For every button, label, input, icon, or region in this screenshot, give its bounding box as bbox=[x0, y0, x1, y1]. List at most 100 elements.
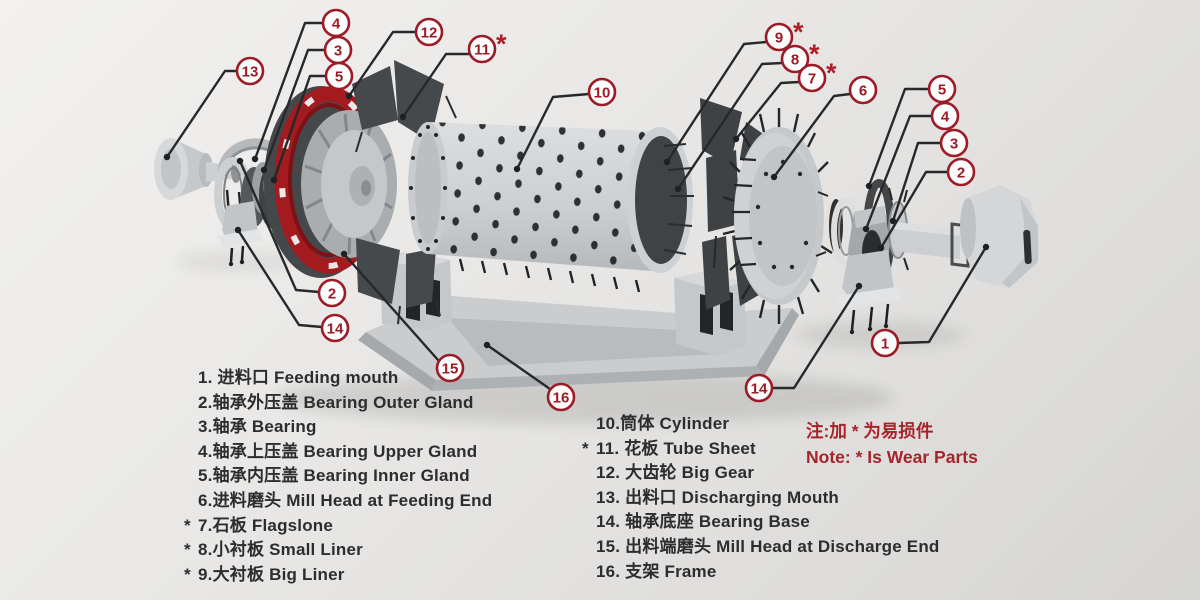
legend-item-label: 7.石板 Flagslone bbox=[198, 515, 334, 535]
leader-line-16 bbox=[485, 343, 552, 391]
leader-endpoint-dot bbox=[770, 173, 778, 181]
leader-line-12 bbox=[347, 30, 417, 98]
callout-circle-10 bbox=[587, 77, 617, 107]
legend-item: 3.轴承 Bearing bbox=[184, 415, 492, 440]
leader-line-9 bbox=[665, 40, 768, 164]
leader-line-4 bbox=[253, 21, 325, 161]
legend-item-label: 5.轴承内压盖 Bearing Inner Gland bbox=[198, 466, 470, 486]
leader-endpoint-dot bbox=[862, 225, 870, 233]
leader-endpoint-dot bbox=[483, 341, 491, 349]
callout-number: 11 bbox=[474, 41, 490, 58]
leader-line-14 bbox=[236, 228, 324, 329]
leader-endpoint-dot bbox=[251, 155, 259, 163]
legend-item: 12. 大齿轮 Big Gear bbox=[582, 461, 940, 486]
wear-parts-note: 注:加 * 为易损件 Note: * Is Wear Parts bbox=[806, 419, 978, 470]
legend-item-label: 9.大衬板 Big Liner bbox=[198, 564, 345, 584]
callout-circle-4 bbox=[930, 101, 960, 131]
leader-endpoint-dot bbox=[236, 157, 244, 165]
leader-endpoint-dot bbox=[270, 176, 278, 184]
legend-item: *8.小衬板 Small Liner bbox=[184, 538, 492, 563]
leader-line-1 bbox=[896, 245, 988, 345]
leader-line-15 bbox=[342, 252, 440, 362]
callout-number: 4 bbox=[332, 15, 341, 32]
leader-endpoint-dot bbox=[732, 135, 740, 143]
legend-item: 4.轴承上压盖 Bearing Upper Gland bbox=[184, 440, 492, 465]
legend-item-label: 6.进料磨头 Mill Head at Feeding End bbox=[198, 490, 493, 510]
wear-parts-note-en: Note: * Is Wear Parts bbox=[806, 446, 978, 467]
leader-line-7 bbox=[734, 80, 801, 141]
wear-asterisk: * bbox=[184, 540, 191, 560]
callout-number: 4 bbox=[941, 108, 950, 125]
callout-circle-6 bbox=[848, 75, 878, 105]
leader-endpoint-dot bbox=[865, 182, 873, 190]
leader-endpoint-dot bbox=[345, 92, 353, 100]
callout-circle-2 bbox=[317, 278, 347, 308]
callout-number: 5 bbox=[938, 81, 946, 98]
leader-line-4 bbox=[864, 114, 934, 231]
legend-item-label: 12. 大齿轮 Big Gear bbox=[596, 463, 755, 483]
left-bearing-base bbox=[218, 201, 263, 267]
leader-endpoint-dot bbox=[889, 217, 897, 225]
callout-number: 3 bbox=[950, 135, 958, 152]
wear-parts-note-zh: 注:加 * 为易损件 bbox=[806, 421, 934, 441]
legend-item: 6.进料磨头 Mill Head at Feeding End bbox=[184, 489, 492, 514]
callout-number: 15 bbox=[442, 360, 459, 377]
callout-number: 3 bbox=[334, 42, 342, 59]
leader-endpoint-dot bbox=[674, 185, 682, 193]
leader-line-2 bbox=[238, 159, 321, 294]
legend-item: 16. 支架 Frame bbox=[582, 560, 940, 585]
legend-item: 2.轴承外压盖 Bearing Outer Gland bbox=[184, 391, 492, 416]
legend-item-label: 14. 轴承底座 Bearing Base bbox=[596, 512, 810, 532]
callout-number: 14 bbox=[751, 380, 768, 397]
legend-item: *7.石板 Flagslone bbox=[184, 514, 492, 539]
callout-number: 13 bbox=[242, 63, 259, 80]
wear-asterisk: * bbox=[184, 564, 191, 584]
leader-endpoint-dot bbox=[234, 226, 242, 234]
callout-number: 14 bbox=[327, 320, 344, 337]
callout-number: 10 bbox=[594, 84, 611, 101]
callout-number: 12 bbox=[421, 24, 438, 41]
leader-endpoint-dot bbox=[877, 244, 885, 252]
leader-line-14 bbox=[770, 284, 861, 390]
legend-item-label: 3.轴承 Bearing bbox=[198, 417, 317, 437]
leader-endpoint-dot bbox=[399, 113, 407, 121]
callout-number: 9 bbox=[775, 29, 783, 46]
wear-asterisk-mark: * bbox=[496, 29, 507, 59]
callout-circle-8 bbox=[780, 44, 810, 74]
leader-line-3 bbox=[262, 48, 327, 172]
leader-line-6 bbox=[772, 92, 852, 179]
leader-line-10 bbox=[515, 92, 591, 171]
legend-item: 5.轴承内压盖 Bearing Inner Gland bbox=[184, 464, 492, 489]
leader-endpoint-dot bbox=[513, 165, 521, 173]
legend-item: * 9.大衬板 Big Liner bbox=[184, 563, 492, 588]
callout-number: 5 bbox=[335, 68, 343, 85]
callout-circle-13 bbox=[235, 56, 265, 86]
legend-item-label: 11. 花板 Tube Sheet bbox=[596, 438, 756, 458]
leader-line-11 bbox=[401, 52, 471, 119]
right-trumpet-part bbox=[960, 185, 1038, 288]
callout-circle-9 bbox=[764, 22, 794, 52]
legend-item-label: 13. 出料口 Discharging Mouth bbox=[596, 487, 840, 507]
leader-endpoint-dot bbox=[260, 166, 268, 174]
callout-circle-15 bbox=[435, 353, 465, 383]
legend-item: 13. 出料口 Discharging Mouth bbox=[582, 486, 940, 511]
callout-circle-7 bbox=[797, 63, 827, 93]
callout-number: 2 bbox=[328, 285, 336, 302]
legend-item: 15. 出料端磨头 Mill Head at Discharge End bbox=[582, 535, 940, 560]
mill-head-left bbox=[301, 110, 397, 258]
callout-circle-11 bbox=[467, 34, 497, 64]
callout-circle-5 bbox=[324, 61, 354, 91]
legend-item-label: 2.轴承外压盖 Bearing Outer Gland bbox=[198, 392, 474, 412]
callout-circle-12 bbox=[414, 17, 444, 47]
leader-endpoint-dot bbox=[663, 158, 671, 166]
wear-asterisk-mark: * bbox=[793, 17, 804, 47]
legend-item-label: 10.筒体 Cylinder bbox=[596, 414, 730, 433]
leader-endpoint-dot bbox=[982, 243, 990, 251]
callout-number: 16 bbox=[553, 389, 570, 406]
legend-item: 10.筒体 Cylinder bbox=[582, 412, 940, 437]
